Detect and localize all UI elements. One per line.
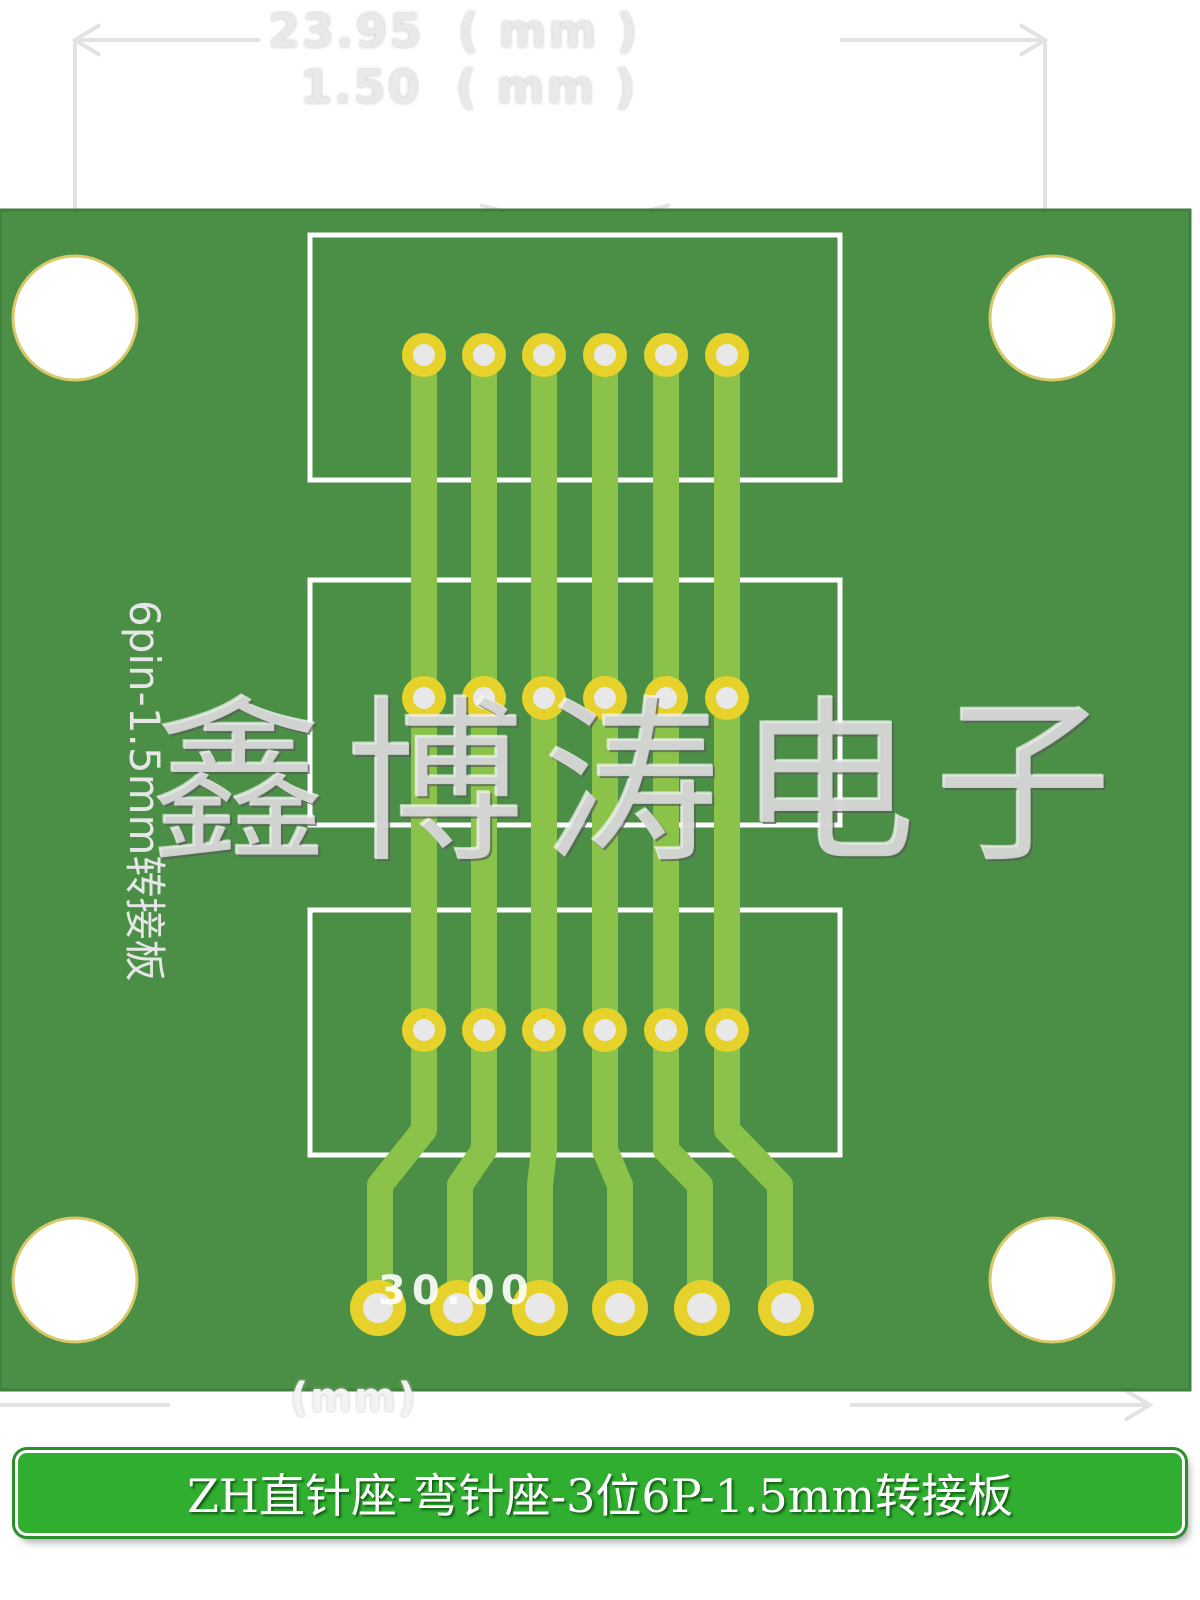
dimension-label-pitch: 1.50 ( mm ) [300,60,637,114]
header-silkscreen-code: 30.00 [378,1268,535,1314]
watermark-text: 鑫博涛电子 [150,680,1130,887]
trace-pin-1 [367,342,437,1313]
dimension-label-overall: 23.95 ( mm ) [268,4,639,58]
pcb-board-edge [0,208,1192,1392]
dimension-label-bottom: (mm) [290,1375,418,1421]
connector-outline-bottom [307,907,843,1158]
trace-pin-3 [527,342,557,1313]
mounting-hole-bottom-left [11,1216,139,1344]
dimension-value-pitch: 1.50 [300,60,422,114]
pads-row-middle [402,676,749,720]
trace-pin-4 [592,342,633,1313]
connector-outline-middle [307,577,843,828]
mounting-hole-top-right [988,254,1116,382]
pads-row-lower [402,1008,749,1052]
mounting-holes [11,254,1116,1344]
dimension-lines [0,23,1154,1422]
dimension-value-overall: 23.95 [268,4,424,58]
trace-pin-5 [653,342,713,1313]
title-banner: ZH直针座-弯针座-3位6P-1.5mm转接板 [15,1450,1185,1536]
copper-traces [367,342,793,1313]
dimension-arrow-bottom-right [1123,1388,1154,1422]
trace-pin-6 [714,342,793,1313]
dimension-unit-overall: ( mm ) [457,4,640,58]
connector-outline-top [307,232,843,483]
title-banner-text: ZH直针座-弯针座-3位6P-1.5mm转接板 [186,1469,1014,1523]
dimension-unit-pitch: ( mm ) [455,60,638,114]
pads-row-header [350,1280,814,1336]
trace-pin-2 [447,342,497,1313]
mounting-hole-bottom-right [988,1216,1116,1344]
pads-row-top [402,333,749,377]
silkscreen-outlines [307,232,843,1158]
mounting-hole-top-left [11,254,139,382]
